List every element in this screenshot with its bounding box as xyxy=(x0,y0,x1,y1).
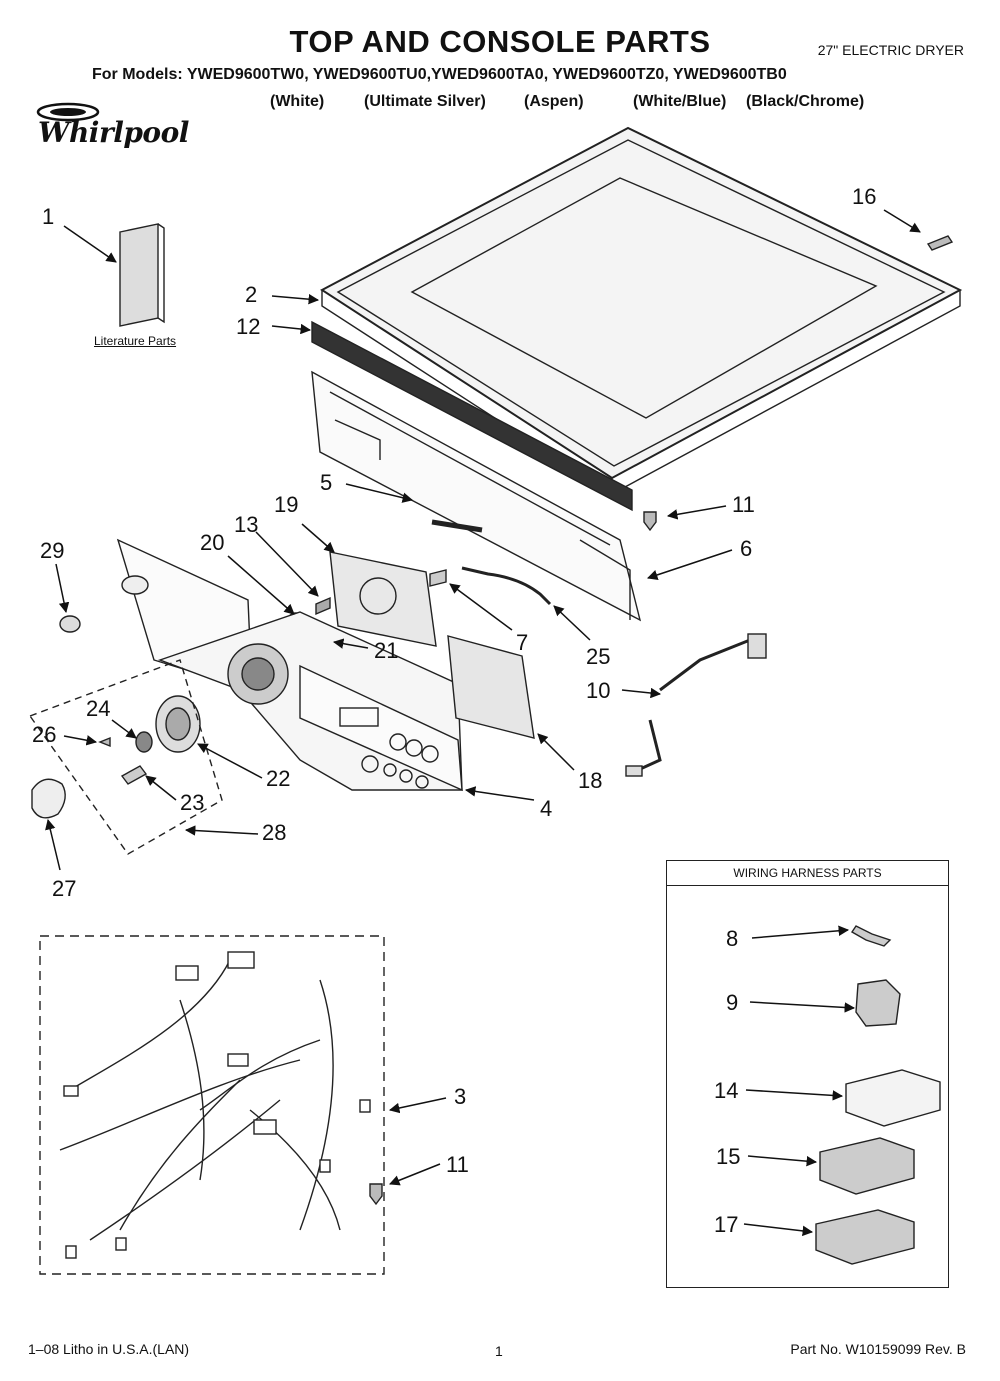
callout-8: 8 xyxy=(726,926,739,951)
footer-page-number: 1 xyxy=(495,1343,503,1359)
models-line: For Models: YWED9600TW0, YWED9600TU0,YWE… xyxy=(92,66,787,83)
color-label-aspen: (Aspen) xyxy=(524,93,584,110)
callout-5: 5 xyxy=(320,470,333,495)
color-label-black-chrome: (Black/Chrome) xyxy=(746,93,865,110)
literature-booklet-icon xyxy=(119,223,165,327)
whirlpool-logo: Whirlpool xyxy=(28,100,198,186)
color-label-white-blue: (White/Blue) xyxy=(633,93,727,110)
callout-18: 18 xyxy=(578,768,603,793)
harness-part-15-icon xyxy=(819,1137,915,1195)
color-label-white: (White) xyxy=(270,93,325,110)
callout-11-upper: 11 xyxy=(732,492,755,517)
callout-28: 28 xyxy=(262,820,287,845)
callout-22: 22 xyxy=(266,766,291,791)
console-frame xyxy=(311,370,642,622)
top-panel xyxy=(320,126,963,496)
callout-26: 26 xyxy=(32,722,57,747)
callout-9: 9 xyxy=(726,990,739,1015)
callout-17: 17 xyxy=(714,1212,739,1237)
callout-14: 14 xyxy=(714,1078,739,1103)
literature-parts-label: Literature Parts xyxy=(94,334,177,348)
callout-20: 20 xyxy=(200,530,225,555)
callout-24: 24 xyxy=(86,696,111,721)
callout-11-lower: 11 xyxy=(446,1152,469,1177)
callout-16: 16 xyxy=(852,184,877,209)
dryer-type: 27" ELECTRIC DRYER xyxy=(817,42,964,58)
logo-text: Whirlpool xyxy=(38,116,189,149)
logo-swirl-icon xyxy=(36,102,100,122)
page-title: TOP AND CONSOLE PARTS xyxy=(289,24,711,59)
wiring-harness-parts-box xyxy=(666,860,949,1288)
wiring-harness-parts-title: WIRING HARNESS PARTS xyxy=(666,860,949,886)
callout-13: 13 xyxy=(234,512,259,537)
callout-15: 15 xyxy=(716,1144,741,1169)
console-body xyxy=(157,611,463,792)
footer-part-number: Part No. W10159099 Rev. B xyxy=(790,1341,966,1357)
callout-19: 19 xyxy=(274,492,299,517)
harness-part-17-icon xyxy=(815,1209,915,1265)
callout-6: 6 xyxy=(740,536,753,561)
harness-part-8-icon xyxy=(851,925,892,947)
callout-25: 25 xyxy=(586,644,611,669)
callout-1: 1 xyxy=(42,204,55,229)
callout-23: 23 xyxy=(180,790,205,815)
footer-litho: 1–08 Litho in U.S.A.(LAN) xyxy=(28,1341,190,1357)
harness-part-14-icon xyxy=(845,1069,941,1127)
callout-2: 2 xyxy=(245,282,258,307)
callout-21: 21 xyxy=(374,638,399,663)
callout-7: 7 xyxy=(516,630,529,655)
callout-27: 27 xyxy=(52,876,77,901)
callout-29: 29 xyxy=(40,538,65,563)
color-label-ultimate-silver: (Ultimate Silver) xyxy=(364,93,486,110)
callout-10: 10 xyxy=(586,678,611,703)
callout-4: 4 xyxy=(540,796,553,821)
callout-3: 3 xyxy=(454,1084,467,1109)
callout-12: 12 xyxy=(236,314,261,339)
harness-part-9-icon xyxy=(855,979,901,1027)
